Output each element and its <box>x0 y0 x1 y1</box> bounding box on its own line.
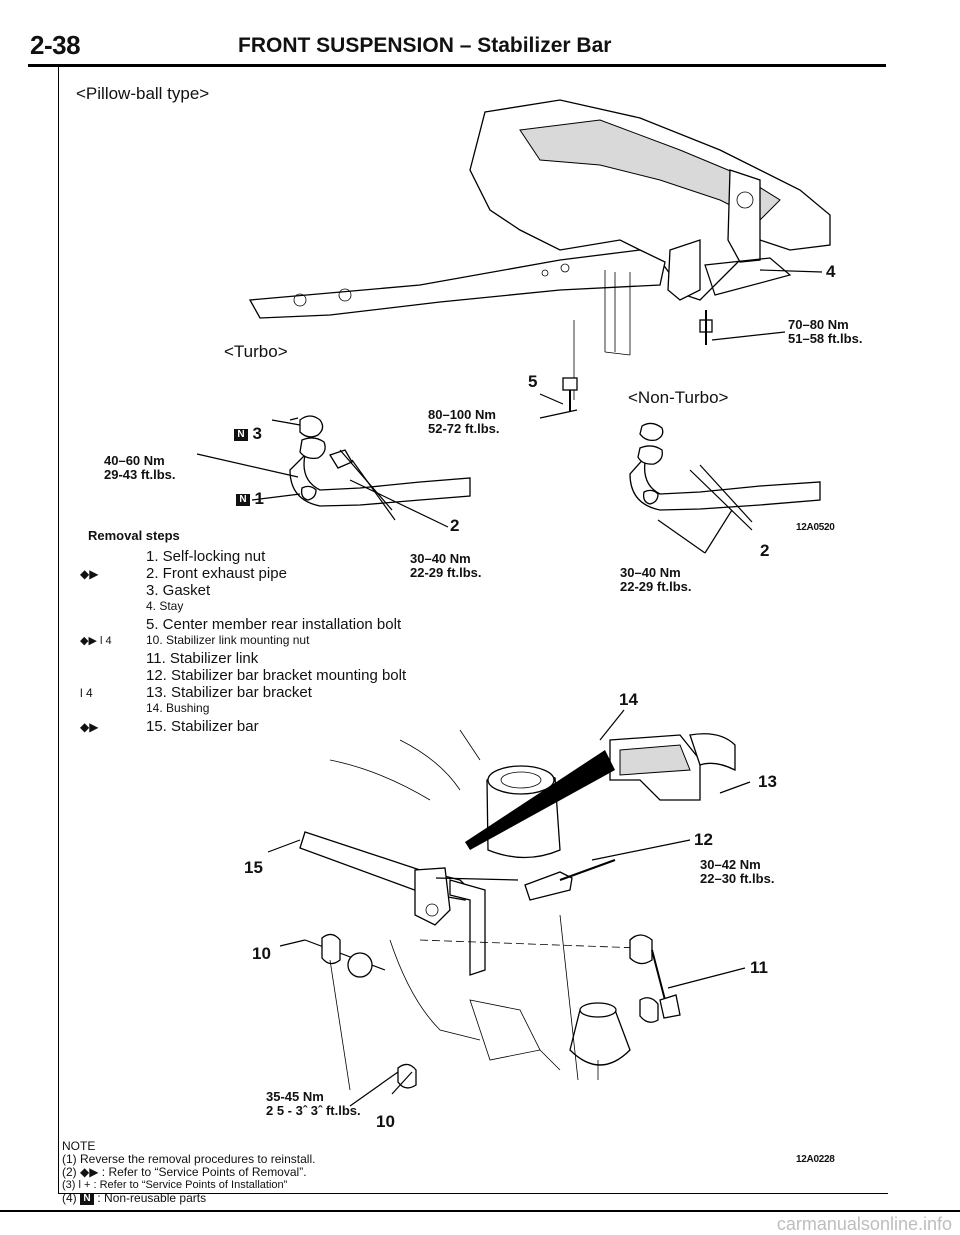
note-block: NOTE (1) Reverse the removal procedures … <box>62 1140 315 1205</box>
step-text: 10. Stabilizer link mounting nut <box>146 633 310 647</box>
callout-14: 14 <box>619 690 638 709</box>
step-text: 5. Center member rear installation bolt <box>146 616 402 633</box>
step-text: 15. Stabilizer bar <box>146 718 259 735</box>
torque-30-40-turbo-nm: 30–40 Nm <box>410 551 471 566</box>
step-marker: l 4 <box>80 686 93 700</box>
torque-30-40-turbo-ftlbs: 22-29 ft.lbs. <box>410 565 482 580</box>
callout-1-group: N 1 <box>236 489 264 509</box>
removal-step: 4. Stay <box>80 599 480 616</box>
page-title: FRONT SUSPENSION – Stabilizer Bar <box>238 34 612 57</box>
note-title: NOTE <box>62 1139 96 1153</box>
callout-2-non-turbo: 2 <box>760 541 770 560</box>
note-2: (2) ◆▶ : Refer to “Service Points of Rem… <box>62 1165 307 1179</box>
removal-step: 11. Stabilizer link <box>80 650 480 667</box>
removal-step: 5. Center member rear installation bolt <box>80 616 480 633</box>
non-turbo-exhaust-illustration <box>629 422 821 554</box>
torque-35-45-nm: 35-45 Nm <box>266 1089 324 1104</box>
center-member-illustration <box>248 99 831 419</box>
torque-35-45-ftlbs: 2 5 - 3ˆ 3ˆ ft.lbs. <box>266 1103 361 1118</box>
callout-3-group: N 3 <box>234 424 262 444</box>
callout-1: 1 <box>254 489 264 508</box>
step-text: 3. Gasket <box>146 582 211 599</box>
callout-10-bottom: 10 <box>376 1112 395 1131</box>
torque-30-40-non-turbo-ftlbs: 22-29 ft.lbs. <box>620 579 692 594</box>
note-4-prefix: (4) <box>62 1191 77 1205</box>
step-text: 12. Stabilizer bar bracket mounting bolt <box>146 667 407 684</box>
turbo-exhaust-illustration <box>196 415 471 528</box>
step-text: 1. Self-locking nut <box>146 548 266 565</box>
removal-step: ◆▶ 2. Front exhaust pipe <box>80 565 480 582</box>
step-text: 4. Stay <box>146 599 184 613</box>
stabilizer-bar-illustration <box>267 709 751 1107</box>
step-marker: ◆▶ l 4 <box>80 635 112 647</box>
torque-80-100: 80–100 Nm 52-72 ft.lbs. <box>428 408 500 436</box>
torque-35-45: 35-45 Nm 2 5 - 3ˆ 3ˆ ft.lbs. <box>266 1090 361 1118</box>
step-text: 13. Stabilizer bar bracket <box>146 684 312 701</box>
callout-11: 11 <box>750 958 768 977</box>
removal-step: 3. Gasket <box>80 582 480 599</box>
callout-15: 15 <box>244 858 263 877</box>
torque-30-40-non-turbo: 30–40 Nm 22-29 ft.lbs. <box>620 566 692 594</box>
removal-step: 14. Bushing <box>80 701 480 718</box>
callout-10-top: 10 <box>252 944 271 963</box>
callout-12: 12 <box>694 830 713 849</box>
left-margin-rule <box>58 66 59 1194</box>
removal-step: 1. Self-locking nut <box>80 548 480 565</box>
removal-step: 12. Stabilizer bar bracket mounting bolt <box>80 667 480 684</box>
note-1: (1) Reverse the removal procedures to re… <box>62 1152 316 1166</box>
step-marker: ◆▶ <box>80 720 99 734</box>
nonreusable-mark-1: N <box>236 493 250 506</box>
note-3: (3) l + : Refer to “Service Points of In… <box>62 1179 288 1191</box>
callout-2-turbo: 2 <box>450 516 460 535</box>
step-text: 11. Stabilizer link <box>146 650 259 667</box>
page-number: 2-38 <box>30 30 81 60</box>
variant-non-turbo: <Non-Turbo> <box>628 388 729 407</box>
page-bottom-rule <box>0 1210 960 1212</box>
callout-5: 5 <box>528 372 538 391</box>
watermark-text: carmanualsonline.info <box>776 1214 952 1234</box>
torque-70-80-ftlbs: 51–58 ft.lbs. <box>788 331 863 346</box>
step-text: 14. Bushing <box>146 701 210 715</box>
variant-turbo: <Turbo> <box>224 342 288 361</box>
torque-30-42-ftlbs: 22–30 ft.lbs. <box>700 871 775 886</box>
step-text: 2. Front exhaust pipe <box>146 565 287 582</box>
removal-step: l 4 13. Stabilizer bar bracket <box>80 684 480 701</box>
torque-30-40-non-turbo-nm: 30–40 Nm <box>620 565 681 580</box>
removal-steps-list: 1. Self-locking nut ◆▶ 2. Front exhaust p… <box>80 548 480 735</box>
torque-30-42-nm: 30–42 Nm <box>700 857 761 872</box>
removal-step: ◆▶ 15. Stabilizer bar <box>80 718 480 735</box>
nonreusable-mark-3: N <box>234 428 248 441</box>
step-marker: ◆▶ <box>80 567 99 581</box>
removal-steps-title: Removal steps <box>88 528 180 543</box>
torque-40-60-nm: 40–60 Nm <box>104 453 165 468</box>
callout-3: 3 <box>252 424 262 443</box>
torque-40-60-ftlbs: 29-43 ft.lbs. <box>104 467 176 482</box>
header-rule <box>28 64 886 67</box>
variant-pillow-ball: <Pillow-ball type> <box>76 84 210 103</box>
callout-13: 13 <box>758 772 777 791</box>
torque-40-60: 40–60 Nm 29-43 ft.lbs. <box>104 454 176 482</box>
removal-step: ◆▶ l 4 10. Stabilizer link mounting nut <box>80 633 480 650</box>
torque-70-80: 70–80 Nm 51–58 ft.lbs. <box>788 318 862 346</box>
note-4-nonreusable-mark: N <box>80 1192 95 1205</box>
note-4: (4) N : Non-reusable parts <box>62 1192 315 1205</box>
callout-4: 4 <box>826 262 836 281</box>
figure-code-lower: 12A0228 <box>796 1154 835 1165</box>
torque-80-100-ftlbs: 52-72 ft.lbs. <box>428 421 500 436</box>
torque-70-80-nm: 70–80 Nm <box>788 317 849 332</box>
torque-30-42: 30–42 Nm 22–30 ft.lbs. <box>700 858 774 886</box>
bottom-rule <box>58 1193 888 1194</box>
figure-code-upper: 12A0520 <box>796 522 835 533</box>
torque-80-100-nm: 80–100 Nm <box>428 407 496 422</box>
note-4-text: : Non-reusable parts <box>97 1191 207 1205</box>
torque-30-40-turbo: 30–40 Nm 22-29 ft.lbs. <box>410 552 482 580</box>
